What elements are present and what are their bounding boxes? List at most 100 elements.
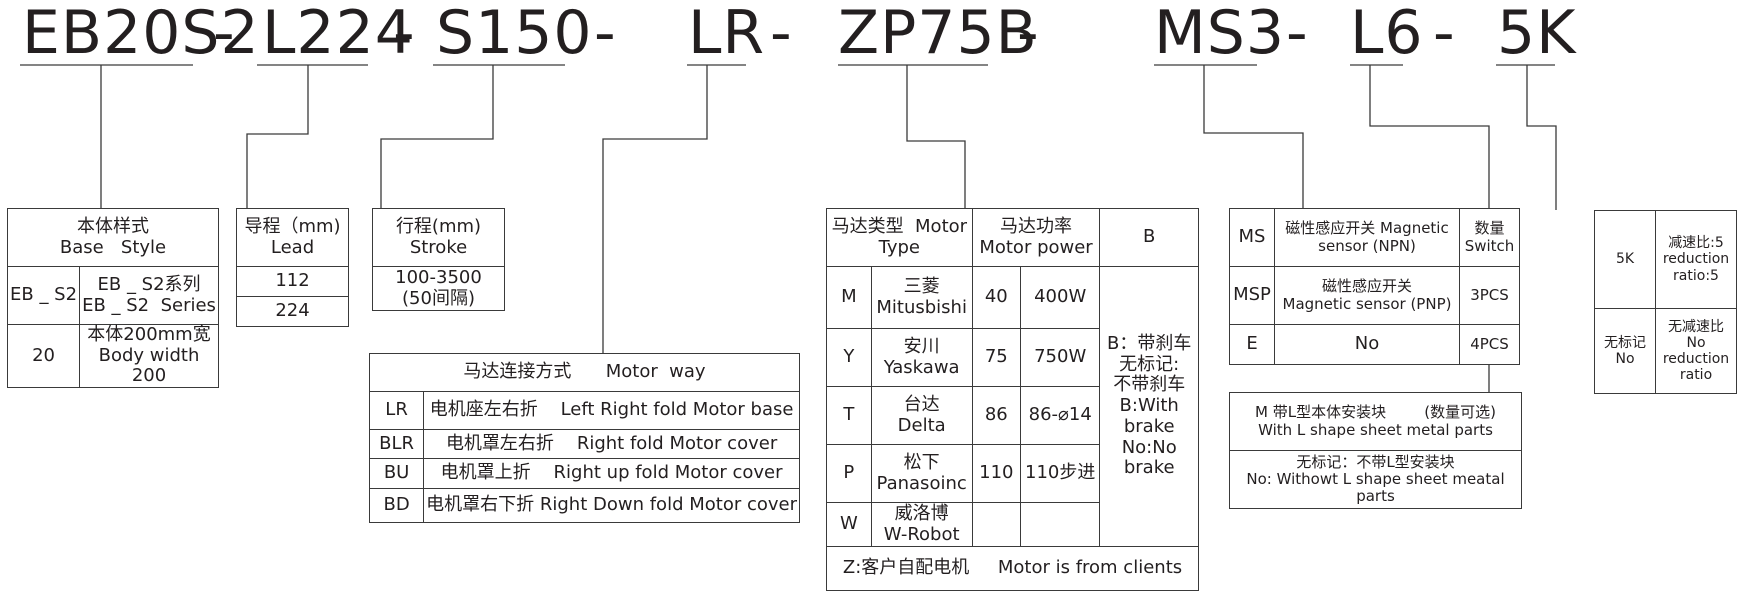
code-mount: L6 [1350,0,1424,68]
code-motor-way: LR [688,0,766,68]
motor-brand: 三菱 Mitusbishi [870,266,973,329]
mount-block-table: M 带L型本体安装块 (数量可选) With L shape sheet met… [1229,392,1522,509]
desc-cn: EB _ S2系列 [97,273,201,295]
motor-size: 110 [971,444,1021,503]
mount-without-cn: 无标记：不带L型安装块 [1296,452,1455,471]
table-row: 无标记：不带L型安装块 No: Withowt L shape sheet me… [1229,450,1522,509]
code-stroke: S150 [436,0,593,68]
motor-code: W [826,502,872,547]
brand-cn: 三菱 [903,275,940,297]
stroke-header: 行程(mm) Stroke [372,208,505,267]
reduction-code: 5K [1594,210,1656,309]
brake-line: B：带刹车 [1107,333,1192,355]
reduction-desc: 减速比:5 reduction ratio:5 [1655,210,1737,309]
stroke-interval: (50间隔) [402,287,475,309]
table-row: LR 电机座左右折 Left Right fold Motor base [368,391,800,430]
desc-en: sensor (NPN) [1318,236,1416,255]
code-base-style: EB20S2 [22,0,260,68]
desc-line: reduction [1662,351,1730,367]
separator: - [1286,0,1308,68]
motor-power-header: 马达功率 Motor power [971,208,1101,267]
brake-line: brake [1123,457,1175,479]
brake-line: No:No [1121,436,1177,458]
code-motor: ZP75B [838,0,1038,68]
table-row: M 带L型本体安装块 (数量可选) With L shape sheet met… [1229,392,1522,451]
mount-without-en: No: Withowt L shape sheet meatal parts [1246,469,1505,506]
sensor-desc: 磁性感应开关 Magnetic sensor (PNP) [1274,266,1460,325]
sensor-qty: 3PCS [1459,266,1520,325]
table-row: 112 [236,266,349,297]
brand-cn: 台达 [903,393,940,415]
motor-type-header: 马达类型 Motor Type [826,208,973,267]
brand-en: Delta [897,414,946,436]
motor-way-code: BD [368,488,425,523]
base-style-code: 20 [6,323,81,389]
table-row: EB _ S2 EB _ S2系列 EB _ S2 Series [6,266,219,325]
brake-header: B [1099,208,1199,267]
base-style-header: 本体样式 Base Style [7,208,219,267]
code-line: 无标记 [1604,334,1646,351]
connector-stroke [380,65,494,208]
motor-code: T [826,386,872,445]
base-style-desc: 本体200mm宽 Body width 200 [79,323,219,389]
brand-en: Mitusbishi [876,296,967,318]
motor-way-desc: 电机座左右折 Left Right fold Motor base [423,391,800,430]
brake-line: brake [1123,415,1175,437]
table-row: 无标记 No 无减速比 No reduction ratio [1594,308,1737,394]
sensor-code: MS [1229,208,1275,267]
desc-line: 减速比:5 [1668,235,1724,252]
separator: - [770,0,792,68]
table-row: Y 安川 Yaskawa 75 750W [826,328,1199,387]
motor-way-table: 马达连接方式 Motor way LR 电机座左右折 Left Right fo… [368,353,800,523]
table-row: MSP 磁性感应开关 Magnetic sensor (PNP) 3PCS [1229,266,1520,325]
mount-without: 无标记：不带L型安装块 No: Withowt L shape sheet me… [1229,450,1522,509]
header-cn: 马达类型 Motor [831,215,968,237]
mount-with-cn: M 带L型本体安装块 (数量可选) [1255,403,1496,422]
table-row: M 三菱 Mitusbishi 40 400W B：带刹车 无标记: 不带刹车 … [826,266,1199,547]
brand-cn: 松下 [903,451,940,473]
table-row: E No 4PCS [1229,324,1520,365]
table-row: T 台达 Delta 86 86-⌀14 [826,386,1199,445]
motor-code: M [826,266,872,329]
header-en: Type [878,236,920,258]
separator: - [1433,0,1455,68]
motor-power: 750W [1019,328,1101,387]
qty-en: Switch [1464,236,1515,255]
stroke-table: 行程(mm) Stroke 100-3500 (50间隔) [372,208,505,311]
lead-value: 112 [236,266,349,297]
lead-table: 导程（mm) Lead 112 224 [236,208,349,327]
connector-lead [246,65,309,208]
desc-en: Magnetic sensor (PNP) [1282,294,1452,313]
separator: - [594,0,616,68]
table-row: BLR 电机罩左右折 Right fold Motor cover [368,429,800,459]
table-row: 20 本体200mm宽 Body width 200 [6,323,219,389]
motor-power: 86-⌀14 [1019,386,1101,445]
base-style-table: 本体样式 Base Style EB _ S2 EB _ S2系列 EB _ S… [6,208,219,389]
sensor-code: E [1229,324,1275,365]
stroke-range: 100-3500 (50间隔) [372,266,505,311]
motor-way-code: BLR [368,429,425,459]
mount-with: M 带L型本体安装块 (数量可选) With L shape sheet met… [1229,392,1522,451]
sensor-desc: 磁性感应开关 Magnetic sensor (NPN) [1274,208,1460,267]
sensor-code: MSP [1229,266,1275,325]
header-cn: 马达功率 [1000,215,1073,237]
brake-options: B：带刹车 无标记: 不带刹车 B:With brake No:No brake [1099,266,1199,547]
base-style-code: EB _ S2 [6,266,81,325]
table-row: 224 [236,296,349,327]
desc-cn: 本体200mm宽 [87,324,211,345]
stroke-range-value: 100-3500 [395,266,482,288]
separator: - [1017,0,1039,68]
motor-size: 40 [971,266,1021,329]
motor-way-header: 马达连接方式 Motor way [369,353,800,392]
header-en: Motor power [979,236,1093,258]
motor-size: 75 [971,328,1021,387]
motor-code: P [826,444,872,503]
sensor-table: MS 磁性感应开关 Magnetic sensor (NPN) 数量 Switc… [1229,208,1520,365]
connector-motor [906,65,966,208]
brand-en: Panasoinc [876,472,967,494]
reduction-table: 5K 减速比:5 reduction ratio:5 无标记 No 无减速比 N… [1594,210,1737,394]
brand-en: W-Robot [883,523,960,545]
motor-size [971,502,1021,547]
table-row: BD 电机罩右下折 Right Down fold Motor cover [368,488,800,523]
motor-footer: Z:客户自配电机 Motor is from clients [826,546,1199,591]
